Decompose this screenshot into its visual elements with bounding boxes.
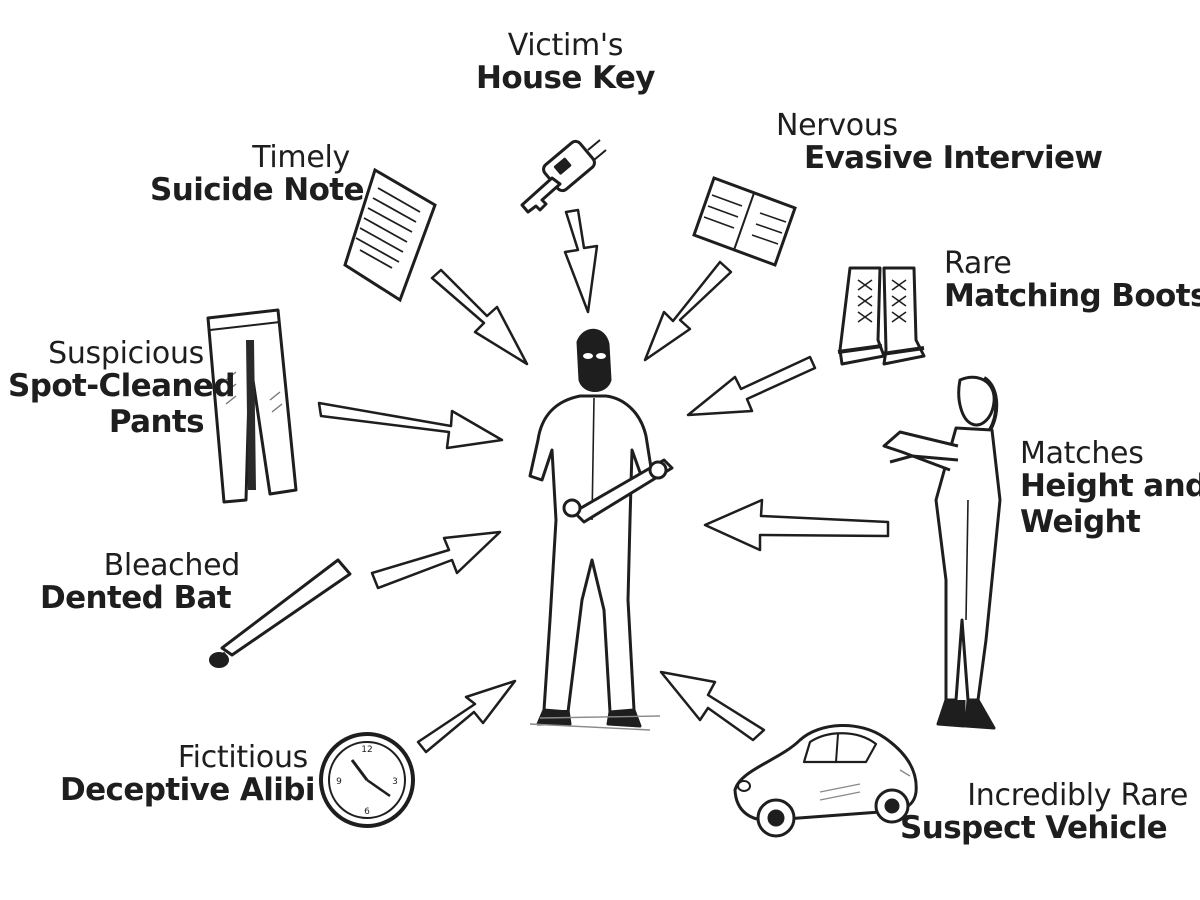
arrow-from-key	[565, 210, 597, 312]
qualifier-text: Fictitious	[60, 742, 308, 774]
arrow-from-clock	[418, 681, 515, 752]
label-matches-height-weight: Matches Height and Weight	[1020, 438, 1200, 539]
svg-text:12: 12	[361, 745, 372, 755]
qualifier-text: Nervous	[776, 110, 1102, 142]
qualifier-text: Timely	[150, 142, 350, 174]
arrow-from-car	[661, 672, 764, 740]
label-fictitious-deceptive-alibi: Fictitious Deceptive Alibi	[60, 742, 308, 808]
masked-suspect-icon	[530, 330, 672, 730]
clock-icon: 12 3 6 9	[321, 734, 413, 826]
car-icon	[735, 725, 916, 836]
interview-notes-icon	[694, 178, 795, 265]
arrow-from-pants	[319, 403, 502, 448]
svg-text:3: 3	[392, 777, 398, 787]
evidence-name-text: Height and	[1020, 470, 1200, 503]
label-bleached-dented-bat: Bleached Dented Bat	[40, 550, 240, 616]
evidence-name-text: Dented Bat	[40, 582, 218, 615]
boots-icon	[838, 268, 924, 364]
qualifier-text: Suspicious	[8, 338, 204, 370]
key-icon	[522, 139, 606, 212]
evidence-name-text: Matching Boots	[944, 280, 1200, 313]
qualifier-text: Bleached	[40, 550, 240, 582]
pants-icon	[208, 310, 296, 502]
qualifier-text: Victim's	[476, 30, 655, 62]
arrow-from-interview	[645, 262, 731, 360]
label-incredibly-rare-suspect-vehicle: Incredibly Rare Suspect Vehicle	[900, 780, 1188, 846]
evidence-name-text: Suspect Vehicle	[900, 812, 1158, 845]
evidence-name-text: Evasive Interview	[804, 142, 1102, 175]
evidence-name-text: Deceptive Alibi	[60, 774, 308, 807]
svg-text:9: 9	[336, 777, 342, 787]
evidence-name-text: Spot-Cleaned	[8, 370, 204, 403]
witness-pointing-icon	[884, 377, 1000, 728]
evidence-name-text: House Key	[476, 62, 655, 95]
evidence-name-text: Weight	[1020, 506, 1200, 539]
qualifier-text: Incredibly Rare	[900, 780, 1188, 812]
label-nervous-evasive-interview: Nervous Evasive Interview	[776, 110, 1102, 176]
svg-text:6: 6	[364, 807, 370, 817]
qualifier-text: Matches	[1020, 438, 1200, 470]
label-suspicious-spot-cleaned-pants: Suspicious Spot-Cleaned Pants	[8, 338, 204, 439]
arrow-from-bat	[372, 532, 500, 588]
evidence-name-text: Pants	[8, 406, 204, 439]
arrow-from-witness	[705, 500, 888, 550]
label-timely-suicide-note: Timely Suicide Note	[150, 142, 350, 208]
label-rare-matching-boots: Rare Matching Boots	[944, 248, 1200, 314]
arrow-from-note	[432, 270, 527, 364]
arrow-from-boots	[688, 357, 815, 415]
label-victims-house-key: Victim's House Key	[476, 30, 655, 96]
qualifier-text: Rare	[944, 248, 1200, 280]
evidence-name-text: Suicide Note	[150, 174, 336, 207]
